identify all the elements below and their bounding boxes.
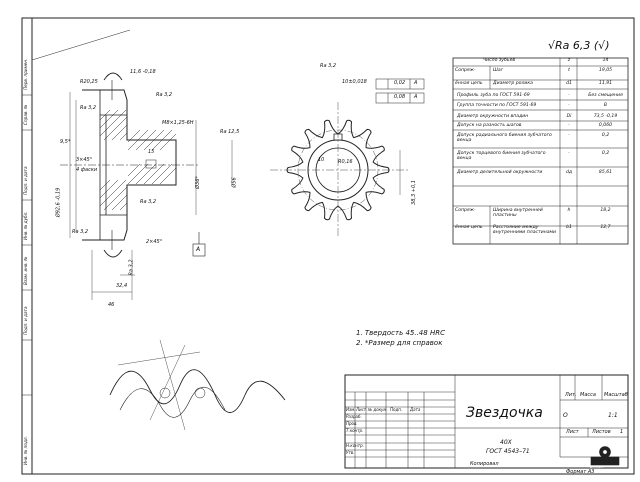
roughness-symbol: √Ra 6,3 (√) xyxy=(548,39,610,52)
datum-label: A xyxy=(414,80,418,86)
brand-logo xyxy=(590,446,620,466)
scale-value: 1:1 xyxy=(608,412,618,419)
side-label: Подп. и дата xyxy=(23,306,28,335)
dim-length: 32,4 xyxy=(116,283,128,289)
roughness-mark: Ra 3,2 xyxy=(80,105,97,111)
format-label: Формат А3 xyxy=(566,469,595,475)
roughness-mark: Ra 3,2 xyxy=(156,92,173,98)
tb-col-date: Дата xyxy=(410,407,421,412)
note-1: 1. Твердость 45..48 HRC xyxy=(356,329,445,337)
brand-text: LK PROFI xyxy=(590,465,604,469)
sheets-label: Листов xyxy=(592,429,611,435)
dim-radius: R0,16 xyxy=(338,159,353,165)
dim-width: 11,6 -0,18 xyxy=(130,69,156,75)
part-name: Звездочка xyxy=(466,405,543,421)
dim-angle: 9,5* xyxy=(60,139,71,145)
lit-label: Лит. xyxy=(565,392,577,398)
tb-role: Т.контр. xyxy=(346,428,364,433)
dim-diameter: 38,3 +0,1 xyxy=(410,180,417,205)
dim-tolerance: 0,08 xyxy=(394,94,406,100)
dim-length: 46 xyxy=(108,302,115,308)
dim-tolerance: 10±0,018 xyxy=(342,79,367,85)
tb-col-list: Лист xyxy=(356,407,367,412)
tb-role: Н.контр. xyxy=(346,443,364,448)
tb-role: Пров. xyxy=(346,421,358,426)
dim-thread: M8×1,25-6H xyxy=(162,120,194,126)
roughness-mark: Ra 3,2 xyxy=(140,199,157,205)
scale-label: Масштаб xyxy=(604,392,628,398)
dim-chamfer: 3×45° xyxy=(76,157,93,163)
side-label: Справ. № xyxy=(23,104,28,125)
side-label: Взам. инв. № xyxy=(23,256,28,285)
roughness-mark: Ra 3,2 xyxy=(72,229,89,235)
dim-tolerance: 0,02 xyxy=(394,80,406,86)
dim-chamfer: 2×45° xyxy=(146,239,163,245)
dim-bore: Ø56 xyxy=(231,177,238,188)
side-label: Инв. № дубл. xyxy=(23,211,28,240)
sheets-value: 1 xyxy=(620,429,624,435)
dim-radius: R20,25 xyxy=(80,79,98,85)
roughness-mark: Ra 3,2 xyxy=(128,259,135,276)
dim-keyway: 10 xyxy=(318,157,325,163)
tb-col-izm: Изм. xyxy=(346,407,356,412)
tb-role: Утв. xyxy=(346,450,355,455)
tb-role: Разраб. xyxy=(346,414,362,419)
dim-chamfer-note: 4 фаски xyxy=(76,167,98,173)
roughness-mark: Ra 12,5 xyxy=(220,129,240,135)
copied-label: Копировал xyxy=(470,461,499,467)
material-standard: ГОСТ 4543–71 xyxy=(486,448,530,455)
material: 40Х xyxy=(500,439,512,446)
dim-outer: Ø92,6 -0,19 xyxy=(55,187,62,218)
mass-label: Масса xyxy=(580,392,596,398)
datum-label: A xyxy=(414,94,418,100)
sheet-label: Лист xyxy=(566,429,579,435)
side-label: Инв. № подл. xyxy=(23,436,28,465)
side-label: Подп. и дата xyxy=(23,166,28,195)
roughness-mark: Ra 3,2 xyxy=(320,63,337,69)
dim-length: 15 xyxy=(148,149,155,155)
side-label: Перв. примен. xyxy=(23,58,28,90)
lit-value: О xyxy=(563,412,568,419)
datum-label: A xyxy=(196,246,201,253)
tb-col-sign: Подп. xyxy=(390,407,403,412)
tb-col-doc: № докум. xyxy=(368,407,388,412)
note-2: 2. *Размер для справок xyxy=(356,339,443,347)
dim-hub: Ø36* xyxy=(194,176,201,189)
